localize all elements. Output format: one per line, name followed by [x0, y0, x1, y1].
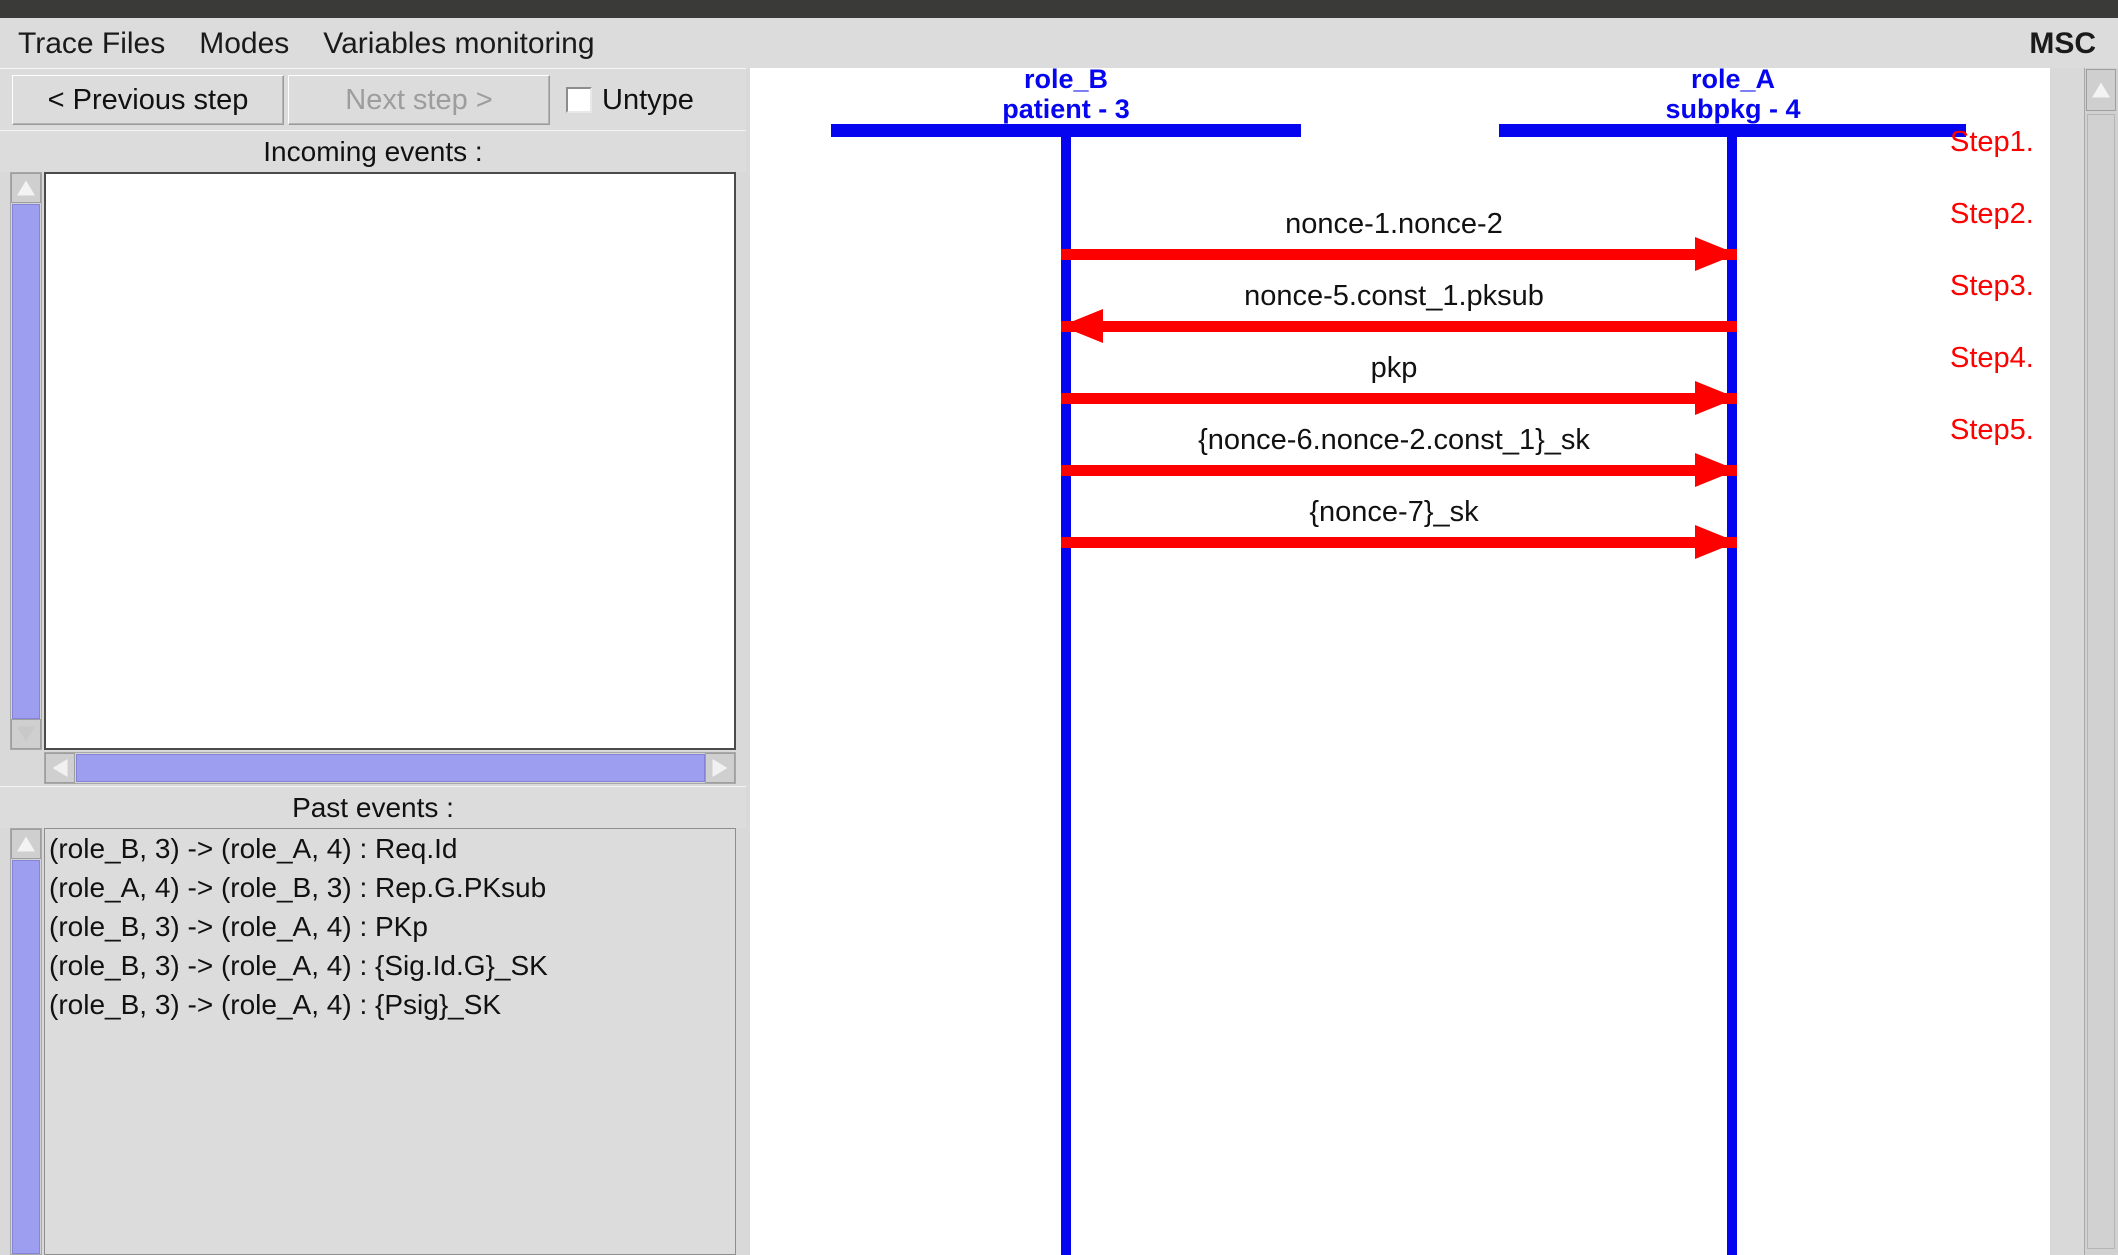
message-arrowhead-4: [1695, 453, 1737, 487]
message-arrow-1: [1061, 249, 1737, 260]
step-label-4: Step4.: [1950, 342, 2034, 374]
msc-title-label: MSC: [2029, 27, 2096, 60]
incoming-horizontal-scrollbar[interactable]: [44, 752, 736, 784]
msc-vertical-scroll-track[interactable]: [2087, 114, 2115, 1249]
scroll-up-icon[interactable]: [11, 173, 41, 203]
scroll-up-icon[interactable]: [11, 829, 41, 859]
list-item[interactable]: (role_B, 3) -> (role_A, 4) : {Psig}_SK: [49, 989, 502, 1020]
incoming-vertical-scrollbar[interactable]: [10, 172, 42, 750]
previous-step-button[interactable]: < Previous step: [12, 75, 284, 125]
msc-panel: role_B patient - 3 role_A subpkg - 4 non…: [746, 68, 2118, 1255]
step-label-3: Step3.: [1950, 270, 2034, 302]
incoming-horizontal-scroll-thumb[interactable]: [76, 754, 705, 782]
message-label-5: {nonce-7}_sk: [1309, 496, 1479, 528]
incoming-events-header: Incoming events :: [0, 130, 746, 172]
message-arrow-2: [1061, 321, 1737, 332]
step-label-1: Step1.: [1950, 126, 2034, 158]
step-label-5: Step5.: [1950, 414, 2034, 446]
lifeline-role-a: [1727, 124, 1737, 1255]
menu-bar: Trace Files Modes Variables monitoring M…: [0, 18, 2118, 69]
role-a-name: role_A: [1690, 68, 1776, 94]
lifeline-role-b: [1061, 124, 1071, 1255]
step-label-2: Step2.: [1950, 198, 2034, 230]
menu-item-variables-monitoring[interactable]: Variables monitoring: [323, 27, 595, 60]
message-arrow-4: [1061, 465, 1737, 476]
untype-label: Untype: [602, 83, 694, 116]
list-item[interactable]: (role_B, 3) -> (role_A, 4) : Req.Id: [49, 833, 458, 864]
role-a-instance: subpkg - 4: [1665, 94, 1801, 124]
past-events-area: (role_B, 3) -> (role_A, 4) : Req.Id (rol…: [0, 828, 746, 1255]
past-events-list[interactable]: (role_B, 3) -> (role_A, 4) : Req.Id (rol…: [44, 828, 736, 1255]
message-arrow-5: [1061, 537, 1737, 548]
untype-checkbox-group[interactable]: Untype: [560, 75, 728, 125]
role-label-role-a: role_A subpkg - 4: [1583, 68, 1883, 124]
role-b-name: role_B: [1023, 68, 1109, 94]
menu-item-group: Trace Files Modes Variables monitoring: [14, 26, 599, 62]
msc-vertical-scrollbar[interactable]: [2084, 68, 2118, 1255]
incoming-vertical-scroll-thumb[interactable]: [12, 204, 40, 719]
scroll-down-icon[interactable]: [11, 719, 41, 749]
past-vertical-scrollbar[interactable]: [10, 828, 42, 1255]
scroll-right-icon[interactable]: [705, 753, 735, 783]
message-label-4: {nonce-6.nonce-2.const_1}_sk: [1198, 424, 1590, 456]
message-label-2: nonce-5.const_1.pksub: [1244, 280, 1544, 312]
scroll-left-icon[interactable]: [45, 753, 75, 783]
past-vertical-scroll-thumb[interactable]: [12, 860, 40, 1254]
incoming-events-area: [0, 172, 746, 786]
step-toolbar: < Previous step Next step > Untype: [0, 68, 746, 131]
message-arrowhead-5: [1695, 525, 1737, 559]
left-panel: < Previous step Next step > Untype Incom…: [0, 68, 746, 1255]
role-label-role-b: role_B patient - 3: [916, 68, 1216, 124]
list-item[interactable]: (role_B, 3) -> (role_A, 4) : PKp: [49, 911, 428, 942]
next-step-button[interactable]: Next step >: [288, 75, 550, 125]
message-label-3: pkp: [1370, 352, 1418, 384]
message-arrowhead-3: [1695, 381, 1737, 415]
message-arrow-3: [1061, 393, 1737, 404]
list-item[interactable]: (role_B, 3) -> (role_A, 4) : {Sig.Id.G}_…: [49, 950, 548, 981]
message-arrowhead-2: [1061, 309, 1103, 343]
msc-diagram-canvas: role_B patient - 3 role_A subpkg - 4 non…: [750, 68, 2050, 1255]
window-titlebar: [0, 0, 2118, 18]
scroll-up-icon[interactable]: [2086, 69, 2116, 111]
message-label-1: nonce-1.nonce-2: [1285, 208, 1503, 240]
menu-item-trace-files[interactable]: Trace Files: [18, 27, 166, 60]
message-arrowhead-1: [1695, 237, 1737, 271]
past-events-header: Past events :: [0, 786, 746, 828]
untype-checkbox[interactable]: [566, 87, 592, 113]
role-b-instance: patient - 3: [1002, 94, 1130, 124]
incoming-events-list[interactable]: [44, 172, 736, 750]
menu-item-modes[interactable]: Modes: [199, 27, 290, 60]
list-item[interactable]: (role_A, 4) -> (role_B, 3) : Rep.G.PKsub: [49, 872, 547, 903]
